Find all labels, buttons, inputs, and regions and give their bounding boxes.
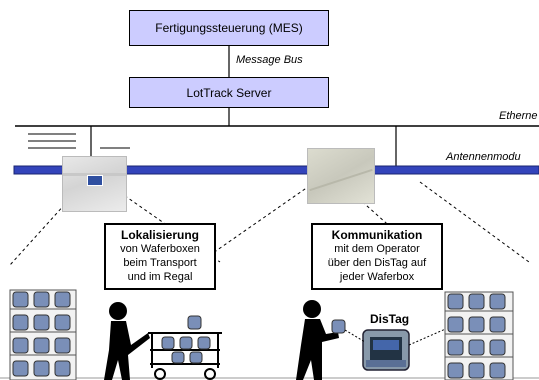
communication-line-3: jeder Waferbox — [339, 271, 415, 283]
wafer-box-icon — [468, 293, 485, 310]
distag-label: DisTag — [370, 312, 410, 326]
ceiling-seam — [309, 168, 373, 192]
wafer-box-icon — [54, 314, 71, 331]
antenna-module-icon — [87, 175, 103, 186]
wafer-box-icon — [33, 337, 50, 354]
mes-label: Fertigungssteuerung (MES) — [155, 21, 303, 35]
wafer-box-icon — [489, 339, 506, 356]
wafer-box-icon — [447, 293, 464, 310]
communication-line-2: über den DisTag auf — [327, 257, 427, 269]
wafer-box-icon — [33, 291, 50, 308]
server-label: LotTrack Server — [186, 85, 272, 100]
wafer-box-icon — [447, 339, 464, 356]
wafer-box-icon — [12, 360, 29, 377]
wafer-box-icon — [447, 316, 464, 333]
wafer-box-icon — [12, 337, 29, 354]
ceiling-rail — [63, 173, 126, 176]
held-wafer-box — [331, 319, 346, 334]
left-shelf-boxes — [12, 291, 71, 377]
wafer-box-icon — [54, 291, 71, 308]
communication-callout: Kommunikation mit dem Operator über den … — [311, 223, 443, 290]
localization-callout: Lokalisierung von Waferboxen beim Transp… — [104, 223, 216, 290]
wafer-box-icon — [33, 360, 50, 377]
lottrack-server-box: LotTrack Server — [129, 77, 329, 108]
wafer-box-icon — [468, 316, 485, 333]
antenna-module-label: Antennenmodu — [446, 151, 521, 163]
wafer-box-icon — [12, 314, 29, 331]
localization-line-1: von Waferboxen — [120, 243, 200, 255]
wafer-box-icon — [468, 362, 485, 379]
right-shelf-boxes — [447, 293, 506, 379]
wafer-box-icon — [489, 362, 506, 379]
wafer-box-icon — [12, 291, 29, 308]
distag-device-icon — [362, 329, 410, 371]
cart-icon — [148, 332, 222, 380]
localization-title: Lokalisierung — [120, 228, 200, 242]
antenna-bus — [13, 165, 539, 175]
wafer-box-icon — [33, 314, 50, 331]
message-bus-label: Message Bus — [236, 54, 303, 66]
distag-pointer-lines — [344, 326, 451, 346]
localization-line-2: beim Transport — [123, 257, 197, 269]
wafer-box-icon — [489, 316, 506, 333]
ethernet-label: Etherne — [499, 110, 538, 122]
antenna-photo-left — [62, 156, 127, 212]
person-right-icon — [296, 300, 339, 380]
wafer-box-icon — [489, 293, 506, 310]
communication-line-1: mit dem Operator — [334, 243, 420, 255]
wafer-box-icon — [54, 360, 71, 377]
mes-box: Fertigungssteuerung (MES) — [129, 10, 329, 46]
wafer-box-icon — [468, 339, 485, 356]
communication-title: Kommunikation — [331, 228, 423, 242]
cart-wafer-boxes — [161, 315, 211, 364]
person-left-icon — [104, 302, 150, 380]
antenna-photo-right — [307, 148, 375, 204]
wafer-box-icon — [54, 337, 71, 354]
wafer-box-icon — [447, 362, 464, 379]
localization-line-3: und im Regal — [127, 271, 193, 283]
